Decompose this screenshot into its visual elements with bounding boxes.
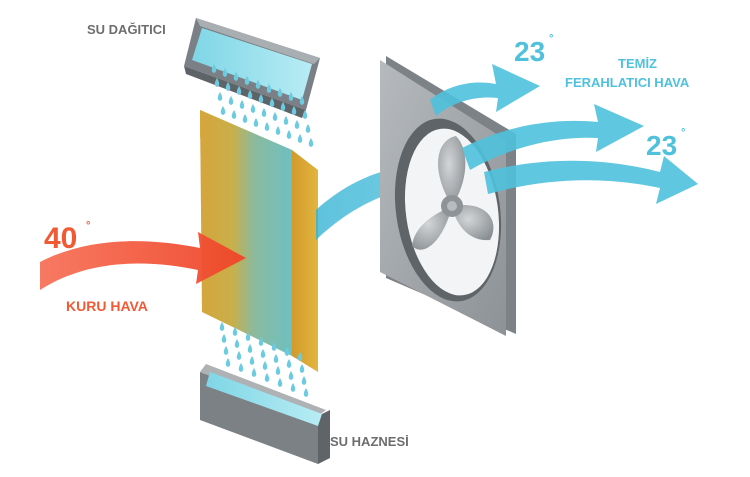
inlet-temperature: 40	[44, 222, 77, 256]
water-drop	[260, 349, 266, 358]
water-drop	[214, 78, 220, 87]
water-drop	[305, 124, 311, 133]
water-drop	[228, 96, 234, 105]
water-drop	[283, 116, 289, 125]
water-drop	[234, 339, 240, 348]
water-drop	[262, 361, 268, 370]
outlet-right-degree: °	[681, 127, 686, 139]
water-distributor-tray	[184, 18, 320, 118]
outlet-top-degree: °	[549, 33, 554, 45]
dry-air-label: KURU HAVA	[66, 298, 148, 314]
water-drop	[261, 108, 267, 117]
water-drop	[272, 112, 278, 121]
water-drop	[291, 106, 297, 115]
water-drop	[303, 388, 309, 397]
water-drop	[277, 88, 283, 97]
water-drop	[264, 122, 270, 131]
water-drop	[247, 90, 253, 99]
water-drop	[299, 364, 305, 373]
water-drop	[280, 102, 286, 111]
fresh-air-label-line2: FERAHLATICI HAVA	[565, 75, 690, 90]
water-drop	[286, 130, 292, 139]
water-drop	[294, 120, 300, 129]
water-drop	[211, 64, 217, 73]
water-drop	[242, 114, 248, 123]
cooling-pad	[200, 110, 318, 372]
water-drop	[238, 363, 244, 372]
water-drop	[302, 110, 308, 119]
water-distributor-label: SU DAĞITICI	[87, 22, 166, 37]
water-drop	[223, 346, 229, 355]
water-drop	[249, 356, 255, 365]
fresh-air-label-line1: TEMİZ	[618, 56, 657, 71]
water-drop	[258, 94, 264, 103]
water-drop	[301, 376, 307, 385]
water-drop	[217, 92, 223, 101]
inlet-temperature-value: 40	[44, 222, 78, 255]
water-drop	[251, 368, 257, 377]
water-drop	[258, 337, 264, 346]
water-drop	[236, 86, 242, 95]
water-drop	[245, 332, 251, 341]
fresh-air-label: TEMİZ	[612, 56, 718, 72]
water-drop	[219, 322, 225, 331]
water-drop	[299, 96, 305, 105]
water-drop	[231, 110, 237, 119]
outlet-right-temperature: 23	[646, 130, 677, 162]
water-drop	[275, 126, 281, 135]
outlet-top-temperature-value: 23	[514, 36, 546, 67]
water-drop	[233, 72, 239, 81]
water-drop	[222, 68, 228, 77]
water-drop	[271, 342, 277, 351]
water-drop	[253, 118, 259, 127]
water-drop-icon	[219, 322, 309, 397]
water-drop	[220, 106, 226, 115]
water-drop	[297, 134, 303, 143]
outlet-right-temperature-value: 23	[646, 130, 678, 161]
fan-icon	[412, 136, 494, 250]
water-drop	[269, 98, 275, 107]
water-drop	[221, 334, 227, 343]
water-drop	[266, 84, 272, 93]
water-drop	[275, 366, 281, 375]
inlet-degree: °	[86, 220, 91, 232]
water-drop	[244, 76, 250, 85]
water-tank-tray	[200, 364, 330, 464]
water-drop	[297, 352, 303, 361]
water-drop	[232, 327, 238, 336]
water-drop	[250, 104, 256, 113]
water-drop	[247, 344, 253, 353]
fresh-air-arrows	[430, 64, 698, 204]
water-drop	[277, 378, 283, 387]
water-drop	[286, 359, 292, 368]
water-drop	[273, 354, 279, 363]
water-drop	[239, 100, 245, 109]
water-drop	[288, 371, 294, 380]
water-drop-icon	[211, 64, 314, 147]
water-drop	[264, 373, 270, 382]
hot-air-arrow	[40, 232, 246, 290]
water-drop	[225, 82, 231, 91]
water-drop	[284, 347, 290, 356]
water-drop	[288, 92, 294, 101]
water-tank-label: SU HAZNESİ	[330, 434, 409, 449]
water-drop	[308, 138, 314, 147]
water-drop	[225, 358, 231, 367]
outlet-top-temperature: 23	[514, 36, 545, 68]
water-drop	[290, 383, 296, 392]
water-drop	[236, 351, 242, 360]
water-drop	[255, 80, 261, 89]
